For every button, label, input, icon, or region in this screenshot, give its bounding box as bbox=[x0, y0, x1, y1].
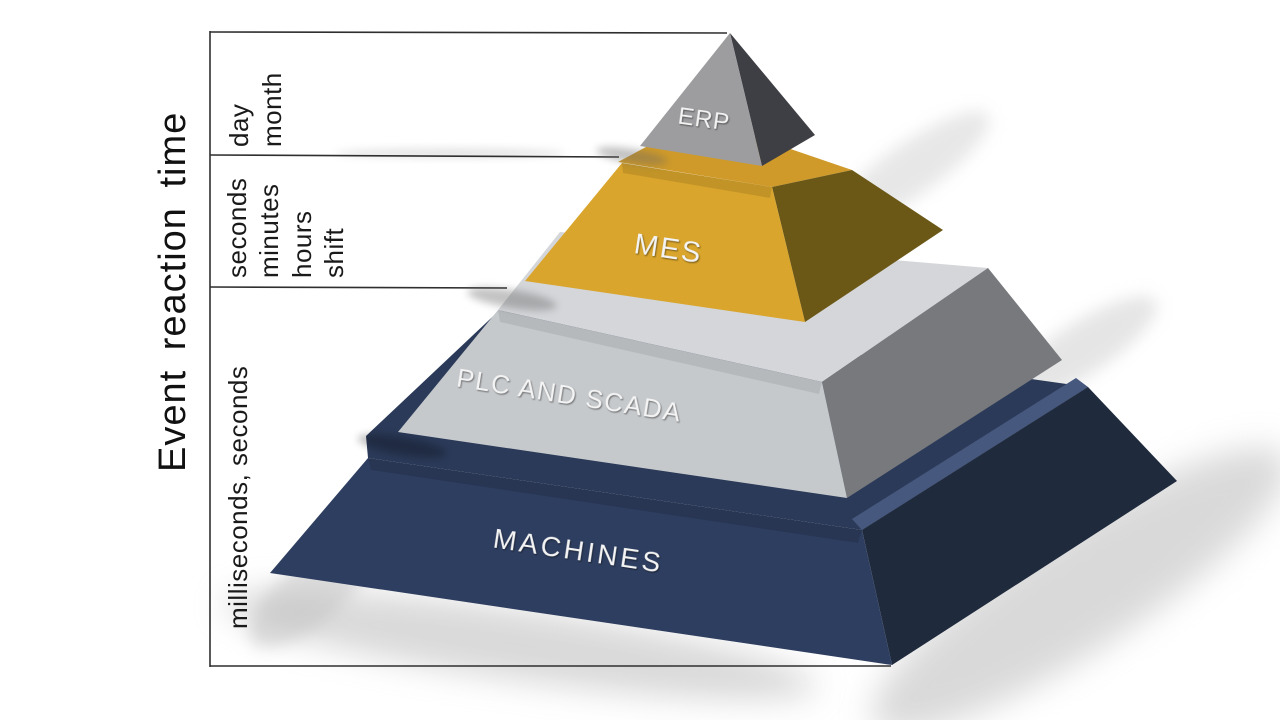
erp-front-face bbox=[640, 33, 762, 166]
plc-front-contact-shadow bbox=[498, 310, 822, 394]
layer-mes bbox=[525, 118, 943, 322]
shadow-right-mid bbox=[1003, 296, 1157, 404]
band2-label-seconds: seconds bbox=[222, 178, 252, 278]
shadow-bottom-left bbox=[222, 590, 818, 700]
plc-cast-shadow bbox=[357, 434, 447, 458]
drop-shadows bbox=[222, 111, 1280, 720]
axis-divider-1 bbox=[209, 154, 620, 158]
plc-front-face bbox=[398, 310, 847, 498]
shadow-right-base bbox=[871, 447, 1280, 720]
axis-divider-2 bbox=[209, 286, 508, 289]
band3-label-milliseconds-seconds: milliseconds, seconds bbox=[223, 366, 253, 629]
band1-label-day: day bbox=[224, 104, 254, 147]
machines-top-bevel bbox=[852, 378, 1088, 530]
mes-front-face bbox=[525, 163, 805, 322]
machines-front-face bbox=[270, 458, 892, 665]
band2-label-shift: shift bbox=[319, 228, 349, 278]
mes-front-contact-shadow bbox=[622, 163, 772, 198]
band2-label-hours: hours bbox=[287, 210, 317, 278]
axis-frame bbox=[209, 31, 891, 667]
erp-right-face bbox=[730, 33, 815, 166]
band2-label-minutes: minutes bbox=[254, 183, 284, 278]
mes-cast-shadow bbox=[467, 287, 557, 311]
axis-labels: Event reaction time day month seconds mi… bbox=[152, 72, 349, 629]
machines-front-contact-shadow bbox=[368, 458, 862, 543]
mes-right-face bbox=[772, 170, 943, 322]
machines-right-face bbox=[862, 387, 1177, 665]
axis-top-line bbox=[209, 31, 728, 34]
plc-right-face bbox=[822, 268, 1062, 498]
band1-label-month: month bbox=[257, 72, 287, 147]
axis-title: Event reaction time bbox=[152, 112, 194, 472]
layer-erp bbox=[640, 33, 815, 166]
erp-cast-shadow bbox=[596, 147, 668, 165]
